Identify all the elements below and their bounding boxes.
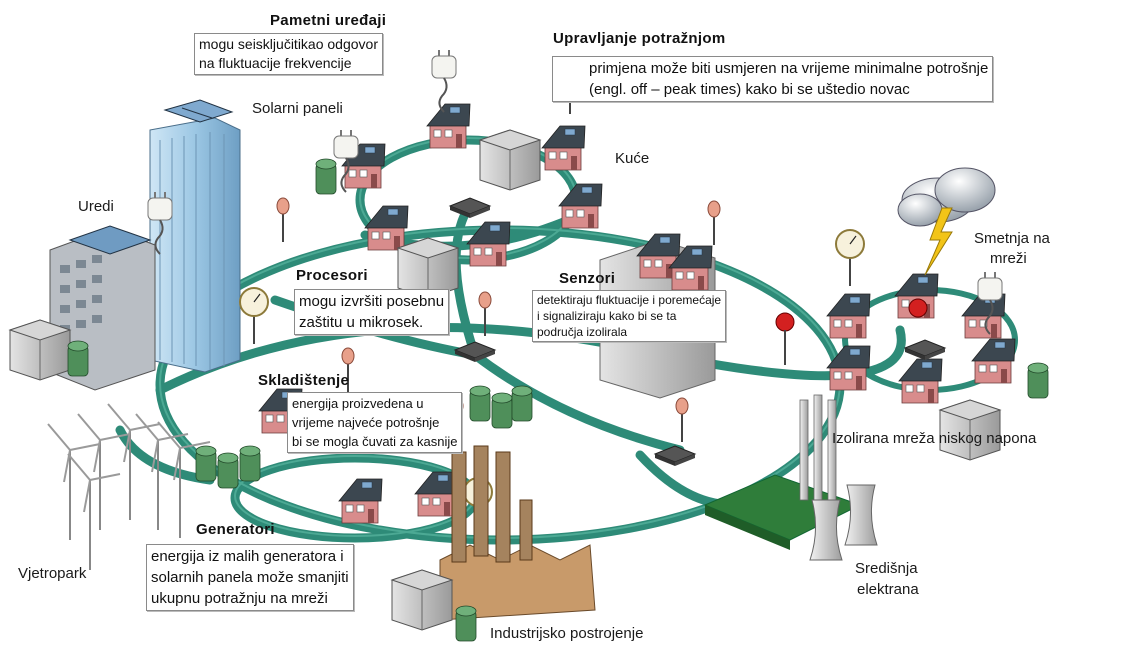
processors-callout: mogu izvršiti posebnu zaštitu u mikrosek… — [294, 289, 450, 335]
storage-text-1: energija proizvedena u — [292, 396, 424, 411]
processors-text-1: mogu izvršiti posebnu — [299, 293, 445, 310]
processors-title: Procesori — [296, 267, 368, 284]
industrial-plant-label: Industrijsko postrojenje — [490, 625, 644, 642]
wind-farm-label: Vjetropark — [18, 565, 87, 582]
sensors-text-2: i signaliziraju kako bi se ta — [537, 309, 677, 323]
sensors-callout: detektiraju fluktuacije i poremećaje i s… — [532, 290, 727, 342]
generators-text-3: ukupnu potražnju na mreži — [151, 590, 328, 607]
sensors-text-3: područja izolirala — [537, 325, 628, 339]
generators-text-1: energija iz malih generatora i — [151, 548, 344, 565]
generators-title: Generatori — [196, 521, 275, 538]
solar-panels-label: Solarni paneli — [252, 100, 343, 117]
processors-text-2: zaštitu u mikrosek. — [299, 314, 424, 331]
isolated-grid-label: Izolirana mreža niskog napona — [832, 430, 1037, 447]
central-power-plant-label-2: elektrana — [857, 581, 919, 598]
houses-label: Kuće — [615, 150, 650, 167]
storage-callout: energija proizvedena u vrijeme najveće p… — [287, 392, 463, 453]
offices-label: Uredi — [78, 198, 114, 215]
sensors-text-1: detektiraju fluktuacije i poremećaje — [537, 293, 722, 307]
storage-text-3: bi se mogla čuvati za kasnije — [292, 434, 458, 449]
generators-callout: energija iz malih generatora i solarnih … — [146, 544, 354, 611]
central-power-plant-label-1: Središnja — [855, 560, 918, 577]
storage-text-2: vrijeme najveće potrošnje — [292, 415, 440, 430]
demand-management-text-2: (engl. off – peak times) kako bi se ušte… — [589, 81, 910, 98]
generators-text-2: solarnih panela može smanjiti — [151, 569, 349, 586]
demand-management-text-1: primjena može biti usmjeren na vrijeme m… — [589, 60, 989, 77]
grid-disturbance-label-2: mreži — [990, 250, 1027, 267]
sensors-title: Senzori — [559, 270, 616, 287]
smart-devices-callout: mogu seisključitikao odgovor na fluktuac… — [194, 33, 383, 75]
grid-disturbance-label-1: Smetnja na — [974, 230, 1050, 247]
smart-devices-text-1: mogu seisključitikao odgovor — [199, 36, 378, 52]
demand-management-callout: primjena može biti usmjeren na vrijeme m… — [552, 56, 994, 102]
demand-management-title: Upravljanje potražnjom — [553, 30, 726, 47]
smart-devices-text-2: na fluktuacije frekvencije — [199, 55, 352, 71]
storage-title: Skladištenje — [258, 372, 350, 389]
smart-devices-title: Pametni uređaji — [270, 12, 387, 29]
